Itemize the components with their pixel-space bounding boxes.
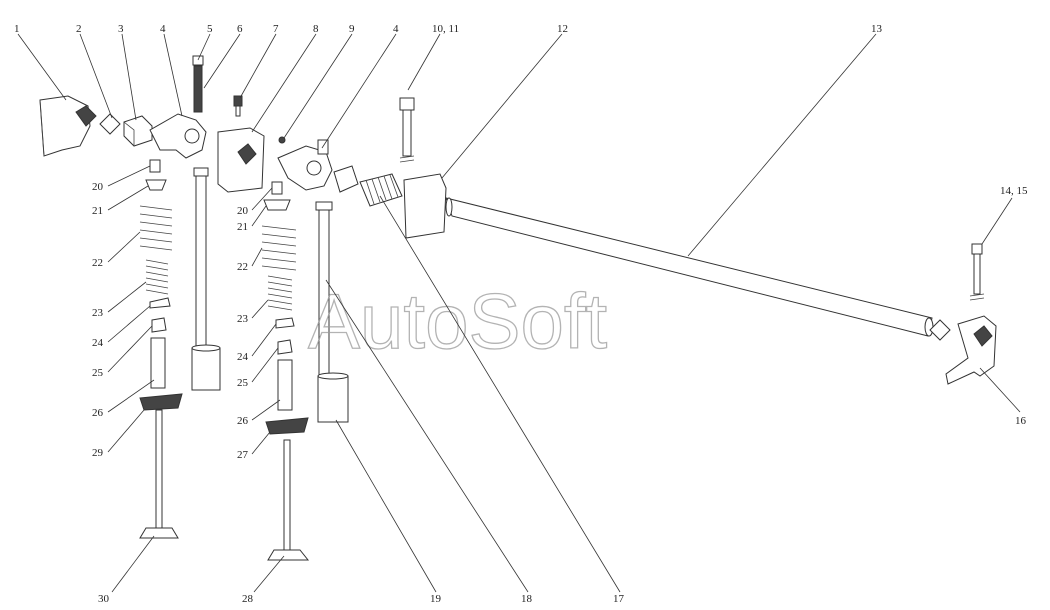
shaft-bracket-12	[399, 97, 447, 239]
label-21b: 21	[237, 221, 248, 233]
label-20a: 20	[92, 181, 104, 193]
label-16: 16	[1015, 415, 1027, 427]
washer-right	[929, 319, 951, 341]
label-17: 17	[613, 593, 625, 605]
label-10-11: 10, 11	[432, 23, 459, 35]
tappet-left	[191, 344, 221, 391]
label-6: 6	[237, 23, 243, 35]
label-27: 27	[237, 449, 249, 461]
adjusting-screw-6	[192, 55, 204, 113]
label-29: 29	[92, 447, 104, 459]
label-24b: 24	[237, 351, 249, 363]
label-4a: 4	[160, 23, 166, 35]
rocker-shaft-13	[445, 197, 934, 337]
label-19: 19	[430, 593, 442, 605]
washer-2	[99, 113, 121, 135]
valve-stack-left	[139, 159, 183, 539]
label-9: 9	[349, 23, 355, 35]
label-26b: 26	[237, 415, 249, 427]
label-20b: 20	[237, 205, 249, 217]
label-22b: 22	[237, 261, 248, 273]
label-23a: 23	[92, 307, 104, 319]
label-1: 1	[14, 23, 20, 35]
shaft-spring-17	[359, 173, 403, 207]
label-23b: 23	[237, 313, 249, 325]
label-8: 8	[313, 23, 319, 35]
label-4b: 4	[393, 23, 399, 35]
rocker-arm-left	[149, 113, 207, 159]
label-26a: 26	[92, 407, 104, 419]
rocker-arm-right	[277, 139, 333, 191]
label-25a: 25	[92, 367, 104, 379]
label-24a: 24	[92, 337, 104, 349]
label-30: 30	[98, 593, 110, 605]
watermark-text: AutoSoft	[308, 277, 608, 365]
bolt-14	[969, 243, 985, 301]
valve-stack-right	[261, 181, 310, 561]
label-7: 7	[273, 23, 279, 35]
rocker-stand-right	[945, 315, 997, 385]
label-12: 12	[557, 23, 568, 35]
rocker-stand-left	[39, 95, 97, 157]
oil-plug-7	[233, 95, 243, 117]
push-rod-left	[193, 167, 209, 349]
ball-9	[278, 136, 286, 144]
label-5: 5	[207, 23, 213, 35]
label-13: 13	[871, 23, 883, 35]
label-18: 18	[521, 593, 533, 605]
leader-lines	[17, 33, 1021, 593]
label-25b: 25	[237, 377, 249, 389]
spacer-right	[333, 165, 359, 193]
tappet-right	[317, 372, 349, 423]
label-3: 3	[118, 23, 124, 35]
label-28: 28	[242, 593, 254, 605]
spacer-3	[123, 115, 153, 147]
label-21a: 21	[92, 205, 103, 217]
label-22a: 22	[92, 257, 103, 269]
callout-labels: 1 2 3 4 5 6 7 8 9 4 10, 11 12 13 14, 15 …	[14, 23, 1028, 605]
rocker-stand-middle	[217, 127, 265, 193]
label-14-15: 14, 15	[1000, 185, 1028, 197]
label-2: 2	[76, 23, 82, 35]
